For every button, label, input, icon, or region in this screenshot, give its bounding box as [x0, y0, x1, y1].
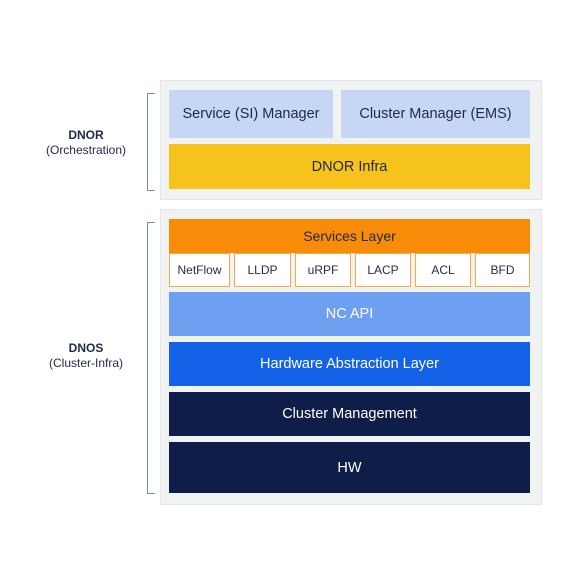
protocol-urpf: uRPF [295, 253, 351, 287]
protocol-netflow: NetFlow [169, 253, 230, 287]
protocol-lldp: LLDP [234, 253, 291, 287]
dnor-title: DNOR [68, 128, 104, 142]
dnos-title: DNOS [68, 341, 104, 355]
dnor-infra-box: DNOR Infra [169, 144, 530, 189]
protocol-acl: ACL [415, 253, 471, 287]
dnor-subtitle: (Orchestration) [45, 143, 127, 157]
hw-box: HW [169, 442, 530, 493]
cluster-manager-box: Cluster Manager (EMS) [341, 90, 530, 138]
hardware-abstraction-layer-box: Hardware Abstraction Layer [169, 342, 530, 386]
dnos-bracket [147, 222, 155, 494]
dnos-label: DNOS (Cluster-Infra) [36, 341, 136, 371]
nc-api-box: NC API [169, 292, 530, 336]
dnor-bracket [147, 93, 155, 191]
protocol-lacp: LACP [355, 253, 411, 287]
service-manager-box: Service (SI) Manager [169, 90, 333, 138]
protocol-bfd: BFD [475, 253, 530, 287]
services-layer-box: Services Layer [169, 219, 530, 253]
dnos-subtitle: (Cluster-Infra) [48, 356, 123, 370]
cluster-management-box: Cluster Management [169, 392, 530, 436]
dnor-label: DNOR (Orchestration) [36, 128, 136, 158]
